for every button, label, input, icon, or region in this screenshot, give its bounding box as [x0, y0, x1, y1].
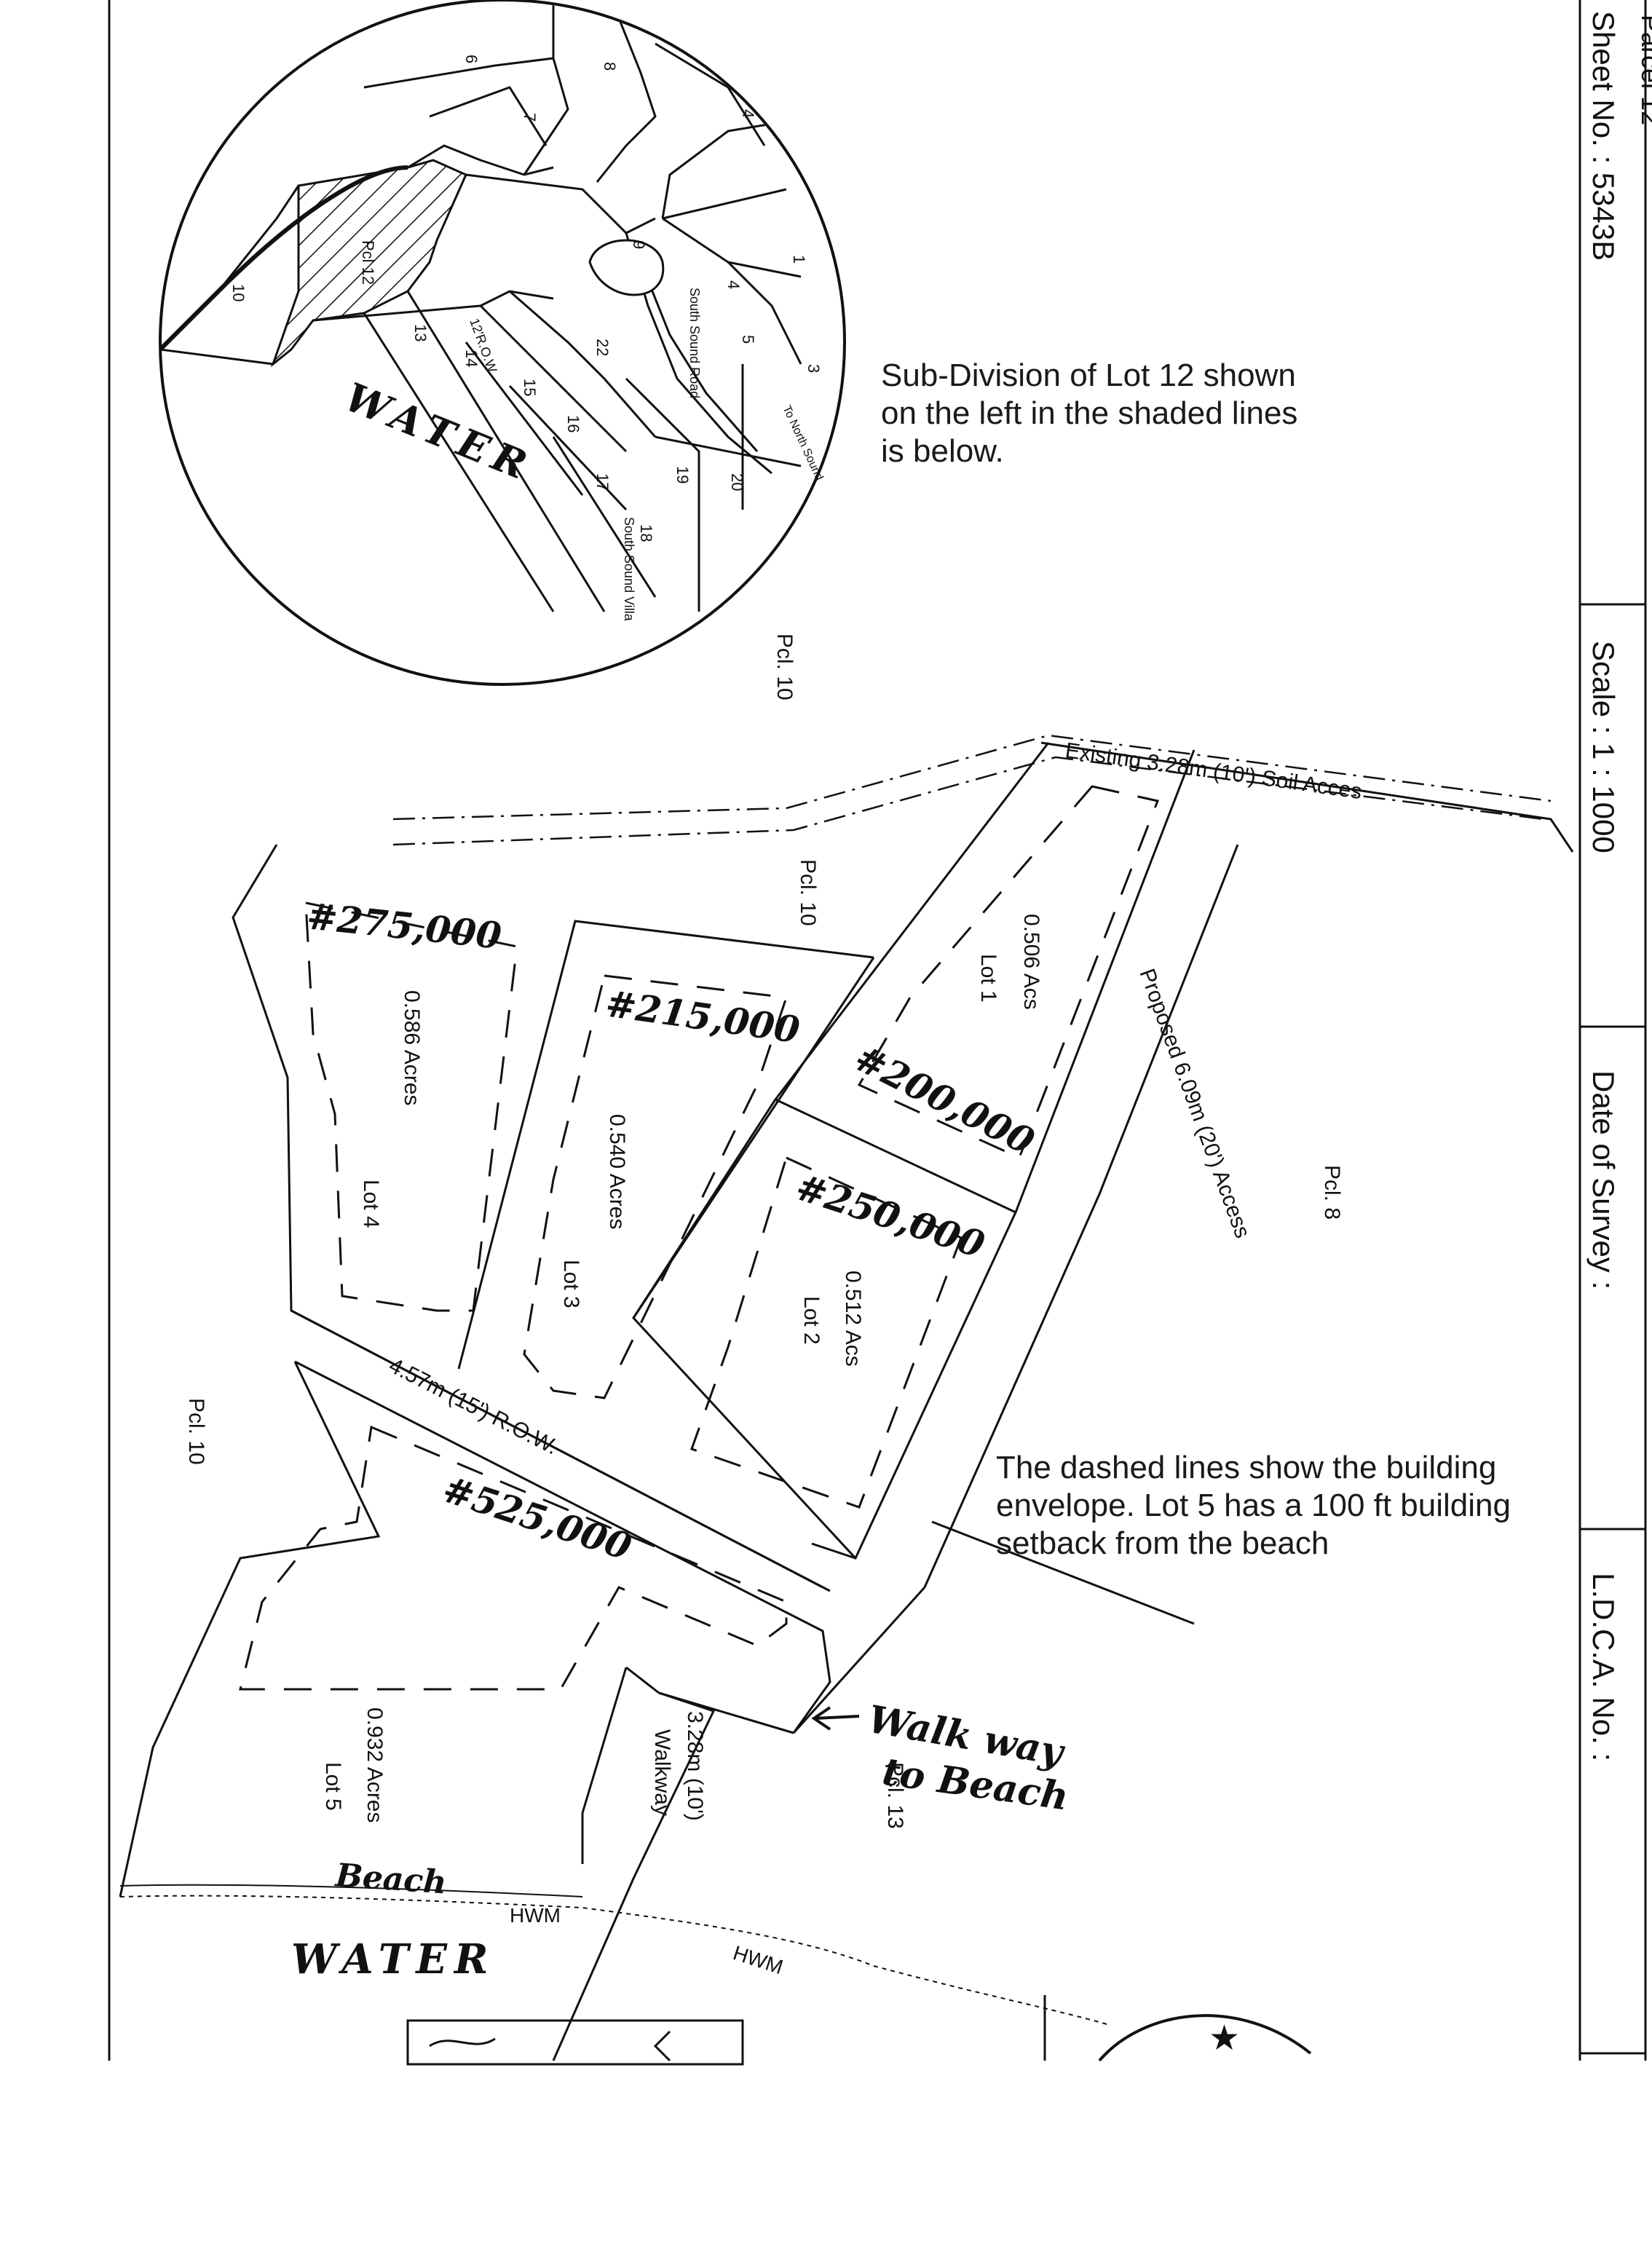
walkway-arrow-icon	[811, 1706, 860, 1731]
lot4-envelope	[304, 901, 518, 1312]
row-north	[291, 1309, 831, 1592]
proposed-access-east	[923, 844, 1239, 1588]
lot4-price: #275,000	[305, 894, 504, 957]
inset-south-sound-village: South Sound Villa	[622, 517, 636, 622]
water-label: WATER	[291, 1935, 496, 1983]
ldca-number: L.D.C.A. No. :	[1586, 1573, 1621, 1761]
lot3-name: Lot 3	[559, 1260, 583, 1308]
walkway-top	[658, 1691, 794, 1734]
existing-access-label: Existing 3.28m (10') Soil Acces	[1064, 738, 1364, 804]
hwm-label-1: HWM	[510, 1904, 561, 1927]
lot2-price: #250,000	[791, 1165, 989, 1266]
lot3-envelope	[523, 974, 789, 1399]
inset-lot-20: 20	[728, 473, 746, 491]
inset-lot-16: 16	[564, 415, 582, 433]
seal-arc	[1098, 2014, 1312, 2062]
stamp-letter-icon	[653, 2030, 671, 2062]
scale-label: Scale : 1 : 1000	[1586, 641, 1621, 853]
access-north-edge	[1040, 741, 1574, 853]
lot4-name: Lot 4	[359, 1180, 383, 1228]
walkway-cap	[625, 1666, 660, 1694]
envelope-note-line-2: envelope. Lot 5 has a 100 ft building	[996, 1488, 1511, 1523]
pcl10-mid-label: Pcl. 10	[796, 859, 820, 926]
lot5-area: 0.932 Acres	[363, 1707, 387, 1822]
lot4-boundary	[232, 844, 823, 1589]
inset-lot-13: 13	[411, 324, 430, 341]
inset-lot-17: 17	[593, 473, 612, 491]
inset-lot-6: 6	[462, 55, 481, 63]
inset-note: Sub-Division of Lot 12 shown on the left…	[881, 358, 1297, 469]
pcl8-label: Pcl. 8	[1320, 1165, 1344, 1220]
row-east	[792, 1586, 926, 1734]
main-plan	[119, 734, 1574, 2061]
inset-note-line-3: is below.	[881, 433, 1004, 469]
sheet-number: Sheet No. : 5343B	[1586, 11, 1621, 261]
inset-pcl-12: Pcl 12	[359, 240, 377, 285]
parcel-label: Parcel 12	[1636, 15, 1652, 125]
inset-lot-5: 5	[739, 335, 757, 344]
lot5-envelope	[239, 1425, 788, 1691]
stamp-seal-icon	[429, 2037, 496, 2047]
hwm-label-2: HWM	[730, 1941, 786, 1978]
inset-lot-7: 7	[521, 113, 539, 122]
inset-lot-3: 3	[805, 364, 823, 373]
pcl13-label: Pcl. 13	[883, 1762, 907, 1829]
existing-access-lower	[392, 756, 1544, 846]
inset-lot-19: 19	[673, 466, 692, 483]
envelope-note-line-1: The dashed lines show the building	[996, 1450, 1496, 1485]
inset-lot-22: 22	[593, 339, 612, 356]
stamp-box	[406, 2019, 744, 2066]
inset-lot-4: 4	[724, 280, 743, 289]
existing-access-upper	[392, 734, 1552, 821]
lot5-west-boundary	[119, 1361, 381, 1897]
inset-lot-15: 15	[521, 379, 539, 396]
lot4-area: 0.586 Acres	[400, 990, 424, 1105]
inset-water-label: WATER	[339, 374, 540, 491]
lot3-area: 0.540 Acres	[605, 1114, 629, 1229]
inset-note-line-2: on the left in the shaded lines	[881, 395, 1297, 431]
lot5-price: #525,000	[438, 1467, 636, 1568]
proposed-access-west	[811, 749, 1195, 1560]
beach-line	[119, 1884, 583, 1897]
inset-map: 6 7 8 4 1 4 5 3 9 10 13 14 15 16 17 18 1…	[159, 0, 846, 686]
inset-row: 12'R.O.W.	[467, 317, 501, 377]
lot1-envelope	[857, 785, 1160, 1160]
inset-south-sound-road: South Sound Road	[687, 288, 702, 398]
lot3-boundary	[457, 920, 874, 1370]
proposed-access-label: Proposed 6.09m (20') Access	[1134, 965, 1254, 1241]
inset-circle	[159, 0, 846, 686]
lot1-price: #200,000	[848, 1036, 1042, 1163]
inset-lot-8: 8	[601, 62, 619, 71]
inset-note-line-1: Sub-Division of Lot 12 shown	[881, 358, 1296, 393]
inset-lot-1: 1	[790, 255, 808, 264]
inset-lot-14: 14	[462, 349, 481, 367]
lot1-area: 0.506 Acs	[1019, 914, 1043, 1010]
pcl10-left-label: Pcl. 10	[184, 1398, 208, 1465]
inset-lot-9: 9	[630, 240, 648, 249]
row-south	[294, 1360, 831, 1734]
seal-star-icon: ★	[1209, 2019, 1240, 2058]
pcl10-top-label: Pcl. 10	[772, 633, 797, 700]
pcl8-line	[931, 1520, 1195, 1625]
lot5-name: Lot 5	[321, 1762, 345, 1811]
date-of-survey: Date of Survey :	[1586, 1070, 1621, 1290]
envelope-note-line-3: setback from the beach	[996, 1525, 1329, 1561]
lot2-area: 0.512 Acs	[841, 1271, 865, 1367]
lot2-name: Lot 2	[799, 1296, 823, 1345]
lot2-envelope	[690, 1156, 963, 1509]
envelope-note: The dashed lines show the building envel…	[996, 1450, 1511, 1561]
inset-lot-4a: 4	[739, 109, 757, 118]
hwm-line	[119, 1895, 1107, 2025]
walkway-label-1: 3.28m (10')	[683, 1711, 707, 1821]
inset-lot-18: 18	[637, 524, 655, 542]
walkway-label-2: Walkway	[650, 1729, 674, 1816]
lot3-price: #215,000	[603, 982, 802, 1051]
inset-to-north-sound: To North Sound	[780, 404, 825, 483]
beach-label: Beach	[333, 1857, 448, 1902]
lot5-walkway-west	[581, 1667, 628, 1814]
inset-lot-10: 10	[229, 284, 248, 301]
lot1-name: Lot 1	[976, 954, 1000, 1003]
